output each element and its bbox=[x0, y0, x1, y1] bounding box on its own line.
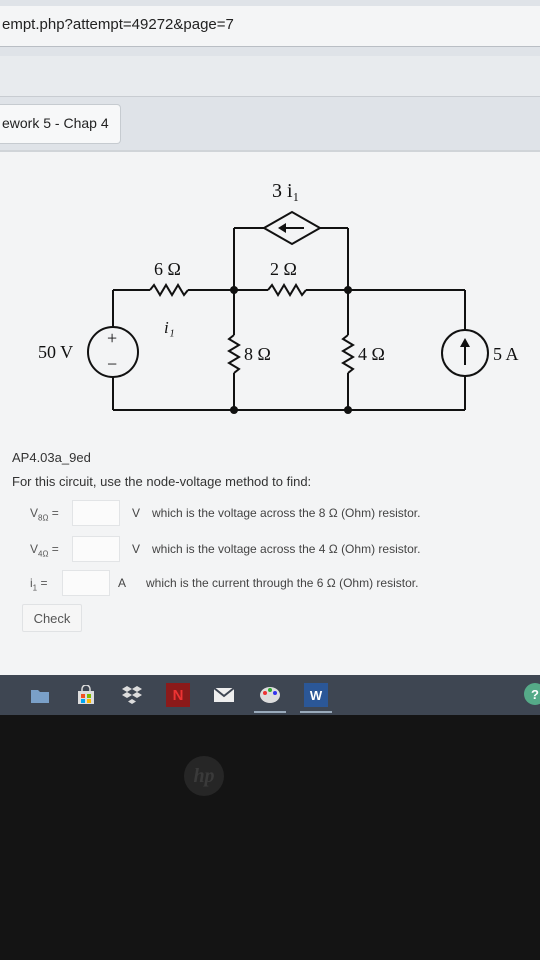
resistor-4-label: 4 Ω bbox=[358, 344, 385, 364]
i1-description: which is the current through the 6 Ω (Oh… bbox=[146, 576, 419, 590]
help-icon[interactable]: ? bbox=[524, 683, 540, 705]
paint-active-indicator bbox=[254, 711, 286, 713]
answer-label-i1: i1 = bbox=[30, 576, 48, 593]
v8-unit: V bbox=[132, 506, 141, 520]
voltage-source-plus: + bbox=[107, 328, 117, 348]
voltage-source-minus: − bbox=[107, 354, 117, 374]
v4-unit: V bbox=[132, 542, 141, 556]
resistor-2-label: 2 Ω bbox=[270, 259, 297, 279]
dependent-source-label: 3 i₁ bbox=[272, 180, 300, 202]
v4-description: which is the voltage across the 4 Ω (Ohm… bbox=[152, 542, 421, 556]
i1-input[interactable] bbox=[62, 570, 110, 596]
laptop-bezel: hp bbox=[0, 715, 540, 960]
store-icon[interactable] bbox=[74, 683, 98, 707]
paint-icon[interactable] bbox=[258, 683, 282, 707]
answer-label-v4: V4Ω = bbox=[30, 542, 59, 559]
answer-row-i1: i1 = A which is the current through the … bbox=[0, 570, 540, 598]
taskbar: N W ? bbox=[0, 675, 540, 715]
answer-row-v4: V4Ω = V which is the voltage across the … bbox=[0, 536, 540, 564]
check-button[interactable]: Check bbox=[22, 604, 82, 632]
breadcrumb-label: ework 5 - Chap 4 bbox=[2, 115, 109, 131]
circuit-diagram: 3 i₁ 6 Ω 2 Ω i₁ 8 Ω 4 Ω 50 V + − 5 A bbox=[38, 180, 519, 414]
v8-description: which is the voltage across the 8 Ω (Ohm… bbox=[152, 506, 421, 520]
mail-icon[interactable] bbox=[212, 683, 236, 707]
breadcrumb[interactable]: ework 5 - Chap 4 bbox=[0, 104, 121, 144]
current-i1-label: i₁ bbox=[164, 318, 175, 337]
voltage-source-label: 50 V bbox=[38, 342, 73, 362]
question-prompt: For this circuit, use the node-voltage m… bbox=[12, 474, 312, 489]
current-source-label: 5 A bbox=[493, 344, 519, 364]
i1-unit: A bbox=[118, 576, 127, 590]
word-icon[interactable]: W bbox=[304, 683, 328, 707]
question-id: AP4.03a_9ed bbox=[12, 450, 91, 465]
answer-label-v8: V8Ω = bbox=[30, 506, 59, 523]
hp-logo: hp bbox=[184, 756, 224, 796]
file-explorer-icon[interactable] bbox=[28, 683, 52, 707]
monitor-screen: empt.php?attempt=49272&page=7 ework 5 - … bbox=[0, 0, 540, 715]
netflix-icon[interactable]: N bbox=[166, 683, 190, 707]
resistor-8-label: 8 Ω bbox=[244, 344, 271, 364]
address-bar[interactable]: empt.php?attempt=49272&page=7 bbox=[0, 6, 540, 47]
v4-input[interactable] bbox=[72, 536, 120, 562]
resistor-6-label: 6 Ω bbox=[154, 259, 181, 279]
dropbox-icon[interactable] bbox=[120, 683, 144, 707]
browser-toolbar bbox=[0, 56, 540, 97]
url-text[interactable]: empt.php?attempt=49272&page=7 bbox=[2, 16, 234, 33]
answer-row-v8: V8Ω = V which is the voltage across the … bbox=[0, 500, 540, 528]
word-active-indicator bbox=[300, 711, 332, 713]
v8-input[interactable] bbox=[72, 500, 120, 526]
